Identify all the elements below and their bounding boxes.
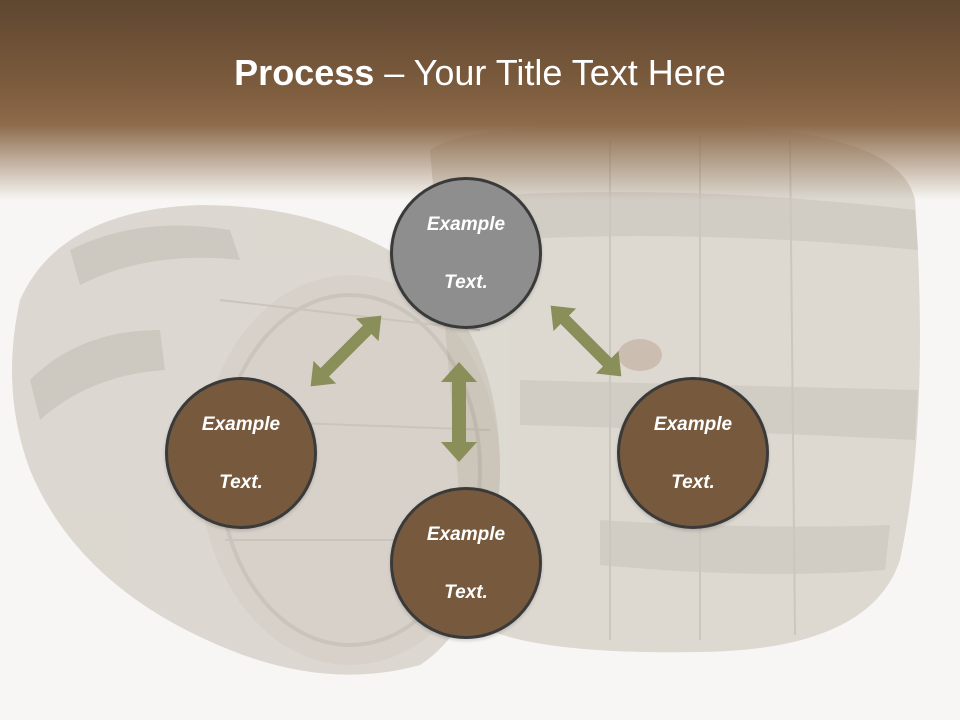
header-band	[0, 0, 960, 200]
arrow-center-vertical	[441, 362, 477, 462]
node-bottom-line2: Text.	[444, 581, 488, 603]
node-bottom-line1: Example	[426, 523, 506, 545]
title-rest: – Your Title Text Here	[374, 52, 726, 93]
node-top-line1: Example	[426, 213, 506, 235]
arrow-top-left	[310, 315, 382, 387]
node-right-line1: Example	[653, 413, 733, 435]
title-bold: Process	[234, 52, 375, 93]
node-right-line2: Text.	[671, 471, 715, 493]
node-top-line2: Text.	[444, 271, 488, 293]
node-left-line1: Example	[201, 413, 281, 435]
arrow-top-right	[550, 305, 622, 377]
slide-title: Process – Your Title Text Here	[0, 52, 960, 94]
node-left-line2: Text.	[219, 471, 263, 493]
